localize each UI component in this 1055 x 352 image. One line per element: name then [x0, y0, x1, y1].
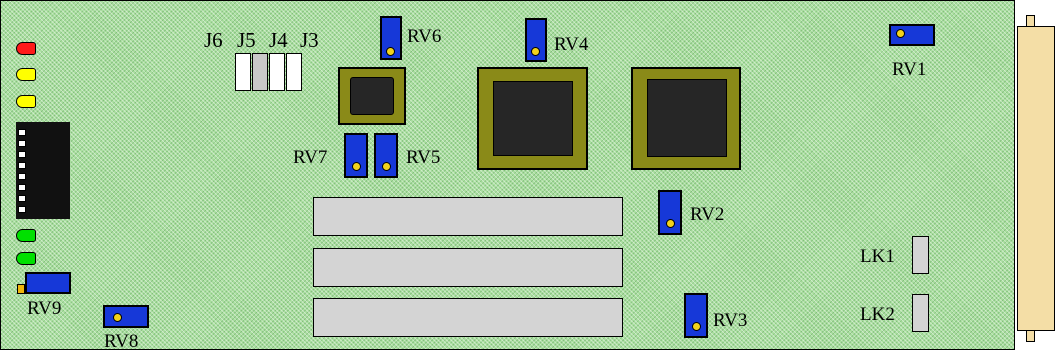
card-slot-2	[313, 248, 623, 287]
wiper-dot	[113, 313, 122, 322]
jumper-j3[interactable]	[286, 53, 302, 91]
label-rv4: RV4	[554, 34, 589, 55]
wiper-dot	[382, 162, 391, 171]
potentiometer-rv4[interactable]	[525, 18, 547, 62]
card-slot-3	[313, 298, 623, 337]
link-lk2[interactable]	[912, 294, 929, 332]
label-lk2: LK2	[860, 304, 895, 325]
potentiometer-rv1[interactable]	[889, 24, 935, 46]
wiper-dot	[352, 162, 361, 171]
potentiometer-rv9[interactable]	[17, 272, 71, 294]
transformer-core	[350, 77, 394, 115]
green-led-1	[16, 229, 36, 242]
dip-switch-pin	[18, 162, 26, 169]
wiper-dot	[692, 322, 701, 331]
wiper-dot	[17, 284, 25, 294]
label-rv1: RV1	[892, 59, 927, 80]
card-slot-1	[313, 197, 623, 236]
link-lk1[interactable]	[912, 236, 929, 274]
dip-switch-block	[16, 122, 70, 219]
label-rv7: RV7	[293, 147, 328, 168]
jumper-j5[interactable]	[252, 53, 268, 91]
large-transformer-right	[631, 67, 741, 170]
label-rv2: RV2	[690, 204, 725, 225]
label-lk1: LK1	[860, 246, 895, 267]
potentiometer-rv2[interactable]	[658, 190, 682, 235]
potentiometer-rv3[interactable]	[684, 293, 708, 338]
edge-connector	[1017, 26, 1055, 331]
label-j5: J5	[237, 28, 256, 52]
potentiometer-rv7[interactable]	[344, 133, 368, 178]
green-led-2	[16, 252, 36, 265]
red-led	[16, 42, 36, 55]
label-rv9: RV9	[27, 298, 62, 319]
dip-switch-pin	[18, 151, 26, 158]
yellow-led-2	[16, 95, 36, 108]
transformer-core	[647, 79, 727, 157]
label-rv5: RV5	[406, 147, 441, 168]
jumper-j4[interactable]	[269, 53, 285, 91]
potentiometer-rv6[interactable]	[380, 16, 402, 60]
small-transformer	[338, 67, 406, 125]
dip-switch-pin	[18, 129, 26, 136]
label-j6: J6	[204, 28, 223, 52]
wiper-dot	[666, 219, 675, 228]
dip-switch-pin	[18, 206, 26, 213]
wiper-dot	[896, 29, 905, 38]
dip-switch-pin	[18, 173, 26, 180]
label-j4: J4	[269, 28, 288, 52]
potentiometer-rv5[interactable]	[374, 133, 398, 178]
dip-switch-pin	[18, 195, 26, 202]
connector-tab-bottom	[1026, 330, 1035, 342]
circuit-board: J6 J5 J4 J3 RV6 RV4 RV1 RV7 RV5 RV2	[0, 0, 1015, 352]
dip-switch-pin	[18, 184, 26, 191]
transformer-core	[493, 81, 573, 156]
wiper-dot	[386, 47, 395, 56]
large-transformer-left	[477, 67, 588, 170]
label-j3: J3	[300, 28, 319, 52]
label-rv8: RV8	[104, 331, 139, 352]
wiper-dot	[531, 47, 540, 56]
jumper-j6[interactable]	[235, 53, 251, 91]
dip-switch-pin	[18, 140, 26, 147]
yellow-led-1	[16, 68, 36, 81]
label-rv3: RV3	[713, 310, 748, 331]
label-rv6: RV6	[407, 26, 442, 47]
potentiometer-rv8[interactable]	[103, 305, 149, 328]
